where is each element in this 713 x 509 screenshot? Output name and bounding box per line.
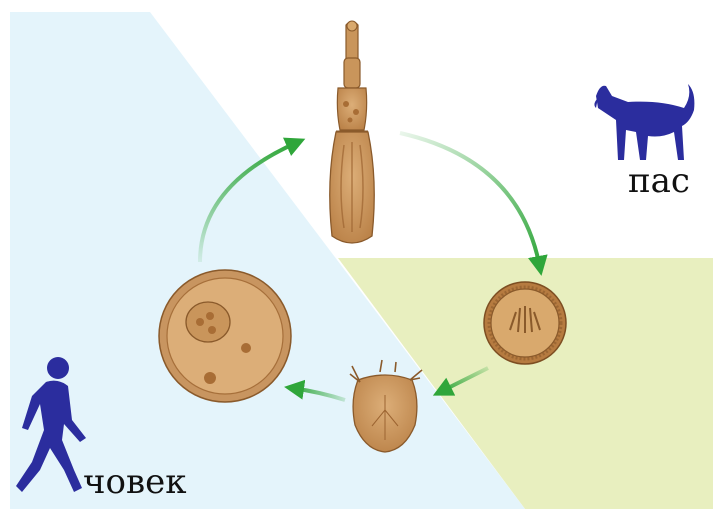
dog-label: пас xyxy=(628,161,690,201)
egg xyxy=(484,282,566,364)
human-label: човек xyxy=(83,462,186,502)
hydatid-cyst xyxy=(159,270,291,402)
